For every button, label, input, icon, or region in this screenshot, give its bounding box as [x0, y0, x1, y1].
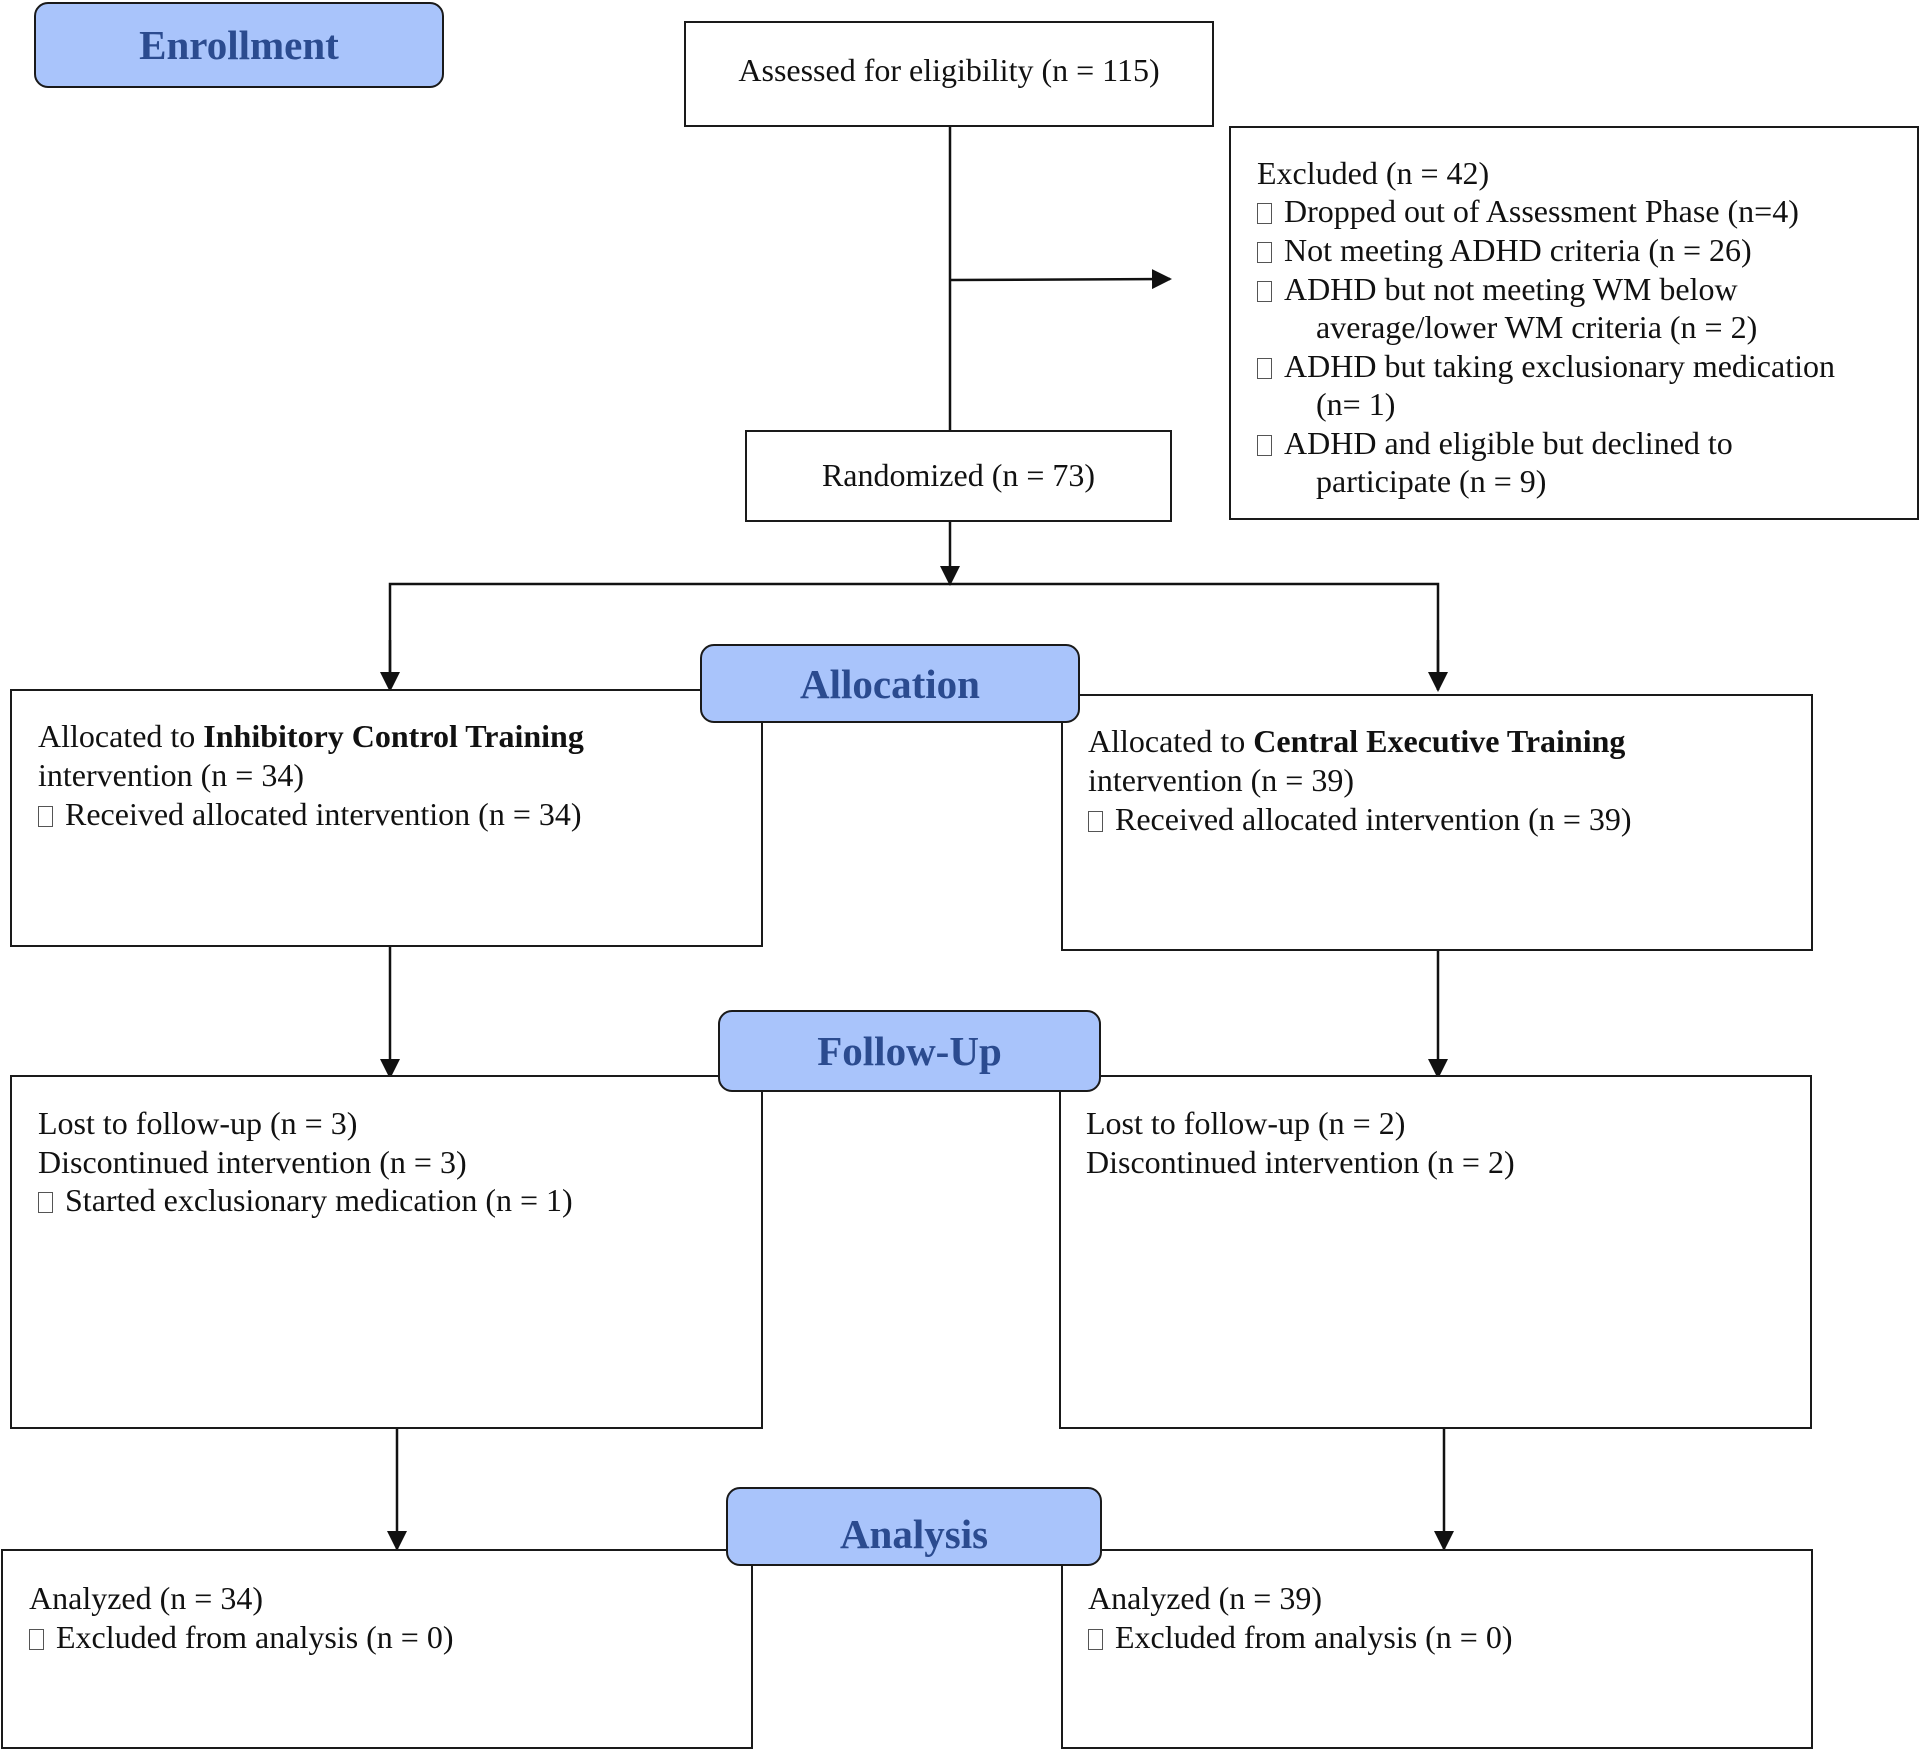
followup-left-box: Lost to follow-up (n = 3) Discontinued i…: [10, 1075, 763, 1429]
assessed-box: Assessed for eligibility (n = 115): [684, 21, 1214, 127]
analysis-left-box: Analyzed (n = 34) Excluded from analysis…: [1, 1549, 753, 1749]
excluded-box: Excluded (n = 42) Dropped out of Assessm…: [1229, 126, 1919, 520]
analysis-right-item: Excluded from analysis (n = 0): [1088, 1618, 1513, 1656]
followup-left-line2: Discontinued intervention (n = 3): [38, 1144, 467, 1180]
checkbox-icon: [1088, 1629, 1103, 1650]
followup-right-box: Lost to follow-up (n = 2) Discontinued i…: [1059, 1075, 1812, 1429]
stage-follow-up-label: Follow-Up: [817, 1028, 1002, 1074]
allocation-left-line1: Allocated to Inhibitory Control Training: [38, 718, 584, 754]
checkbox-icon: [29, 1629, 44, 1650]
allocation-left-box: Allocated to Inhibitory Control Training…: [10, 689, 763, 947]
stage-follow-up: Follow-Up: [718, 1010, 1101, 1092]
analysis-right-line1: Analyzed (n = 39): [1088, 1580, 1322, 1616]
analysis-left-line1: Analyzed (n = 34): [29, 1580, 263, 1616]
followup-right-line2: Discontinued intervention (n = 2): [1086, 1144, 1515, 1180]
stage-allocation: Allocation: [700, 644, 1080, 723]
checkbox-icon: [1088, 811, 1103, 832]
arrow-to-excluded: [949, 269, 1172, 290]
excluded-item: Not meeting ADHD criteria (n = 26): [1257, 231, 1752, 269]
excluded-item: Dropped out of Assessment Phase (n=4): [1257, 192, 1799, 230]
checkbox-icon: [38, 806, 53, 827]
allocation-right-line1: Allocated to Central Executive Training: [1088, 723, 1626, 759]
stage-allocation-label: Allocation: [800, 660, 980, 707]
stage-analysis: Analysis: [726, 1487, 1102, 1566]
excluded-item: ADHD but taking exclusionary medication: [1257, 347, 1835, 385]
allocation-right-box: Allocated to Central Executive Training …: [1061, 694, 1813, 951]
analysis-left-item: Excluded from analysis (n = 0): [29, 1618, 454, 1656]
allocation-right-item: Received allocated intervention (n = 39): [1088, 800, 1632, 838]
stage-enrollment: Enrollment: [34, 2, 444, 88]
excluded-item-cont: average/lower WM criteria (n = 2): [1316, 309, 1758, 345]
followup-right-line1: Lost to follow-up (n = 2): [1086, 1105, 1406, 1141]
followup-left-item: Started exclusionary medication (n = 1): [38, 1181, 573, 1219]
checkbox-icon: [1257, 281, 1272, 302]
allocation-right-line2: intervention (n = 39): [1088, 762, 1354, 798]
excluded-item: ADHD but not meeting WM below: [1257, 270, 1738, 308]
assessed-text: Assessed for eligibility (n = 115): [738, 52, 1160, 88]
checkbox-icon: [1257, 358, 1272, 379]
checkbox-icon: [1257, 203, 1272, 224]
checkbox-icon: [38, 1192, 53, 1213]
stage-enrollment-label: Enrollment: [139, 22, 339, 68]
stage-analysis-label: Analysis: [839, 1511, 989, 1557]
split-line: [388, 582, 1440, 690]
excluded-item-cont: (n= 1): [1316, 386, 1396, 422]
randomized-box: Randomized (n = 73): [745, 430, 1172, 522]
allocation-left-line2: intervention (n = 34): [38, 757, 304, 793]
analysis-right-box: Analyzed (n = 39) Excluded from analysis…: [1061, 1549, 1813, 1749]
excluded-item-cont: participate (n = 9): [1316, 463, 1547, 499]
followup-left-line1: Lost to follow-up (n = 3): [38, 1105, 358, 1141]
excluded-item: ADHD and eligible but declined to: [1257, 424, 1733, 462]
allocation-left-item: Received allocated intervention (n = 34): [38, 795, 582, 833]
excluded-title: Excluded (n = 42): [1257, 155, 1490, 191]
checkbox-icon: [1257, 242, 1272, 263]
randomized-text: Randomized (n = 73): [821, 457, 1096, 493]
checkbox-icon: [1257, 435, 1272, 456]
